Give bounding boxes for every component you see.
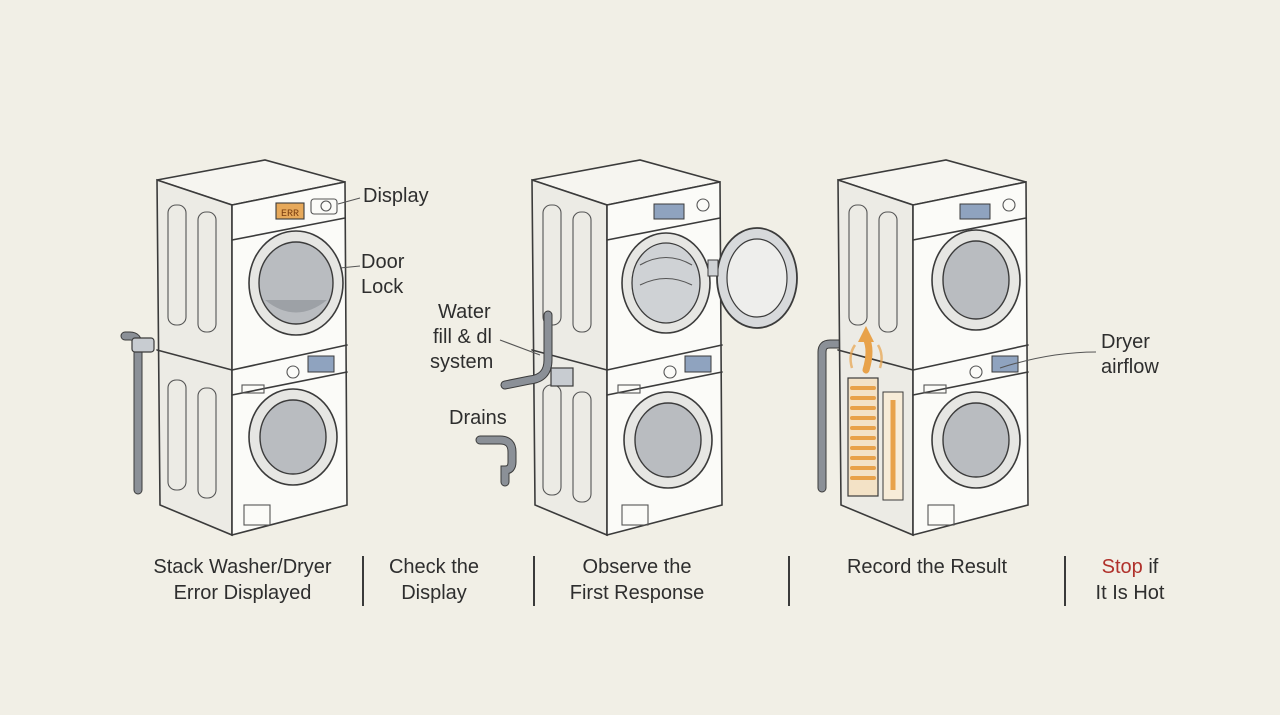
caption-stop-warning: Stop — [1101, 556, 1143, 578]
divider — [788, 556, 790, 606]
caption-step-1-line2: Error Displayed — [173, 582, 312, 604]
callout-airflow-1: Dryer — [1101, 331, 1150, 353]
airflow-arrow-icon — [849, 326, 883, 374]
washer-dryer-stack-3 — [817, 159, 1097, 537]
callout-airflow-2: airflow — [1101, 356, 1159, 378]
water-pipe-icon — [817, 339, 845, 493]
caption-step-3: Observe the First Response — [548, 554, 726, 606]
washer-dryer-stack-2 — [475, 159, 798, 537]
divider — [533, 556, 535, 606]
callout-drains: Drains — [449, 407, 507, 429]
caption-step-5-line2: It Is Hot — [1095, 582, 1165, 604]
divider — [362, 556, 364, 606]
callout-door-lock-1: Door — [361, 251, 405, 273]
caption-step-1-line1: Stack Washer/Dryer — [153, 556, 332, 578]
water-pipe-icon — [500, 310, 574, 390]
caption-step-2-line1: Check the — [388, 556, 480, 578]
callout-water-1: Water — [438, 301, 491, 323]
caption-step-4-line1: Record the Result — [846, 556, 1008, 578]
caption-step-4: Record the Result — [820, 554, 1034, 580]
caption-step-2: Check the Display — [370, 554, 498, 606]
water-pipe-icon — [120, 331, 155, 495]
washer-dryer-stack-1: ERR — [120, 159, 361, 537]
callout-display: Display — [363, 185, 429, 207]
caption-step-5: Stop if It Is Hot — [1080, 554, 1180, 606]
caption-step-2-line2: Display — [401, 582, 467, 604]
caption-step-5-line1: if — [1142, 556, 1159, 578]
callout-door-lock-2: Lock — [361, 276, 404, 298]
caption-step-3-line1: Observe the — [582, 556, 692, 578]
callout-water-2: fill & dl — [433, 326, 492, 348]
error-code: ERR — [281, 209, 299, 220]
caption-step-1: Stack Washer/Dryer Error Displayed — [135, 554, 350, 606]
caption-step-3-line2: First Response — [569, 582, 705, 604]
callout-water-3: system — [430, 351, 493, 373]
heat-coil-icon — [847, 377, 904, 501]
error-display-icon — [275, 202, 305, 220]
drain-trap-icon — [475, 435, 517, 487]
divider — [1064, 556, 1066, 606]
